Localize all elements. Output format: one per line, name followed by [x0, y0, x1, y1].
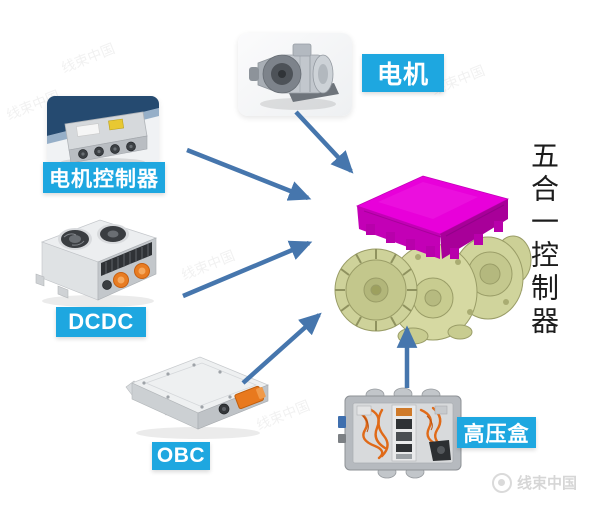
motor-controller-photo — [47, 96, 159, 166]
dcdc-label-badge: DCDC — [56, 307, 146, 337]
five-in-one-unit-photo — [328, 162, 533, 352]
motor-controller-illustration — [47, 96, 159, 166]
obc-illustration — [125, 356, 270, 439]
motor-illustration — [249, 43, 339, 110]
obc-photo — [122, 345, 274, 443]
brand-logo-icon — [492, 472, 512, 493]
diagram-title: 五合一控制器 — [527, 141, 558, 339]
hv-box-illustration — [338, 387, 462, 479]
five-in-one-unit-illustration — [334, 175, 532, 345]
arrow-dcdc-to-controller — [182, 240, 313, 299]
faint-watermark: 线束中国 — [179, 247, 237, 283]
brand-watermark-text: 线束中国 — [517, 475, 578, 492]
faint-watermark: 线束中国 — [59, 40, 117, 76]
arrow-motor-controller-to-controller — [186, 147, 312, 201]
motor-label-badge: 电机 — [362, 54, 444, 92]
brand-watermark: 线束中国 — [492, 472, 577, 493]
motor-photo — [238, 33, 352, 116]
hv-box-photo — [337, 382, 469, 482]
dcdc-photo — [28, 212, 170, 310]
obc-label-badge: OBC — [152, 442, 210, 470]
motor-controller-label-badge: 电机控制器 — [43, 162, 165, 193]
dcdc-illustration — [35, 219, 158, 307]
hv-box-label-badge: 高压盒 — [457, 417, 536, 448]
